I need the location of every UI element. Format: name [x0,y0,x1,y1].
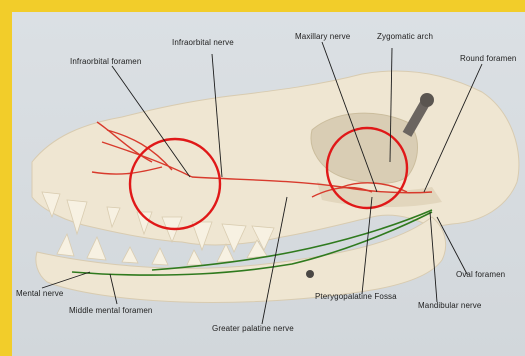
label-mandibular-nerve: Mandibular nerve [418,301,481,310]
label-round-foramen: Round foramen [460,54,516,63]
label-infraorbital-nerve: Infraorbital nerve [172,38,234,47]
small-screw [306,270,314,278]
skull-cranium [32,71,519,245]
label-greater-palatine-nerve: Greater palatine nerve [212,324,294,333]
label-infraorbital-foramen: Infraorbital foramen [70,57,141,66]
label-oval-foramen: Oval foramen [456,270,505,279]
label-maxillary-nerve: Maxillary nerve [295,32,350,41]
label-middle-mental-foramen: Middle mental foramen [69,306,152,315]
label-zygomatic-arch: Zygomatic arch [377,32,433,41]
skull-photo: Infraorbital nerve Maxillary nerve Zygom… [12,12,525,356]
label-mental-nerve: Mental nerve [16,289,63,298]
label-pterygopalatine-fossa: Pterygopalatine Fossa [315,292,397,301]
